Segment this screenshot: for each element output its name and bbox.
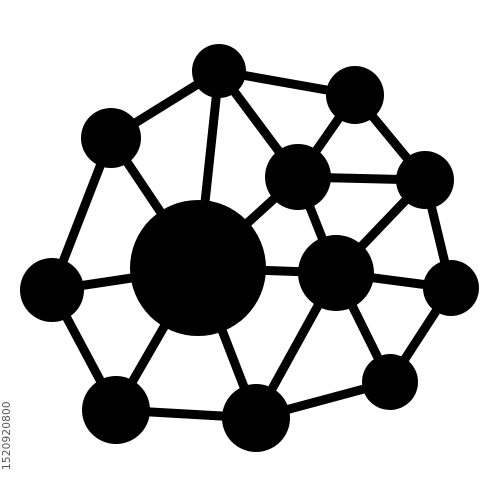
node-left bbox=[81, 108, 141, 168]
network-nodes bbox=[20, 44, 479, 452]
node-midtop bbox=[265, 144, 331, 210]
node-lowright bbox=[362, 354, 418, 410]
node-topright bbox=[326, 66, 384, 124]
node-bottomleft bbox=[82, 376, 150, 444]
node-hub bbox=[130, 200, 266, 336]
node-top bbox=[192, 44, 246, 98]
node-farright bbox=[423, 260, 479, 316]
node-bottom bbox=[222, 384, 290, 452]
node-center bbox=[298, 235, 374, 311]
node-right bbox=[396, 151, 454, 209]
watermark-id-text: 1520920800 bbox=[1, 401, 13, 470]
node-farleft bbox=[20, 258, 84, 322]
